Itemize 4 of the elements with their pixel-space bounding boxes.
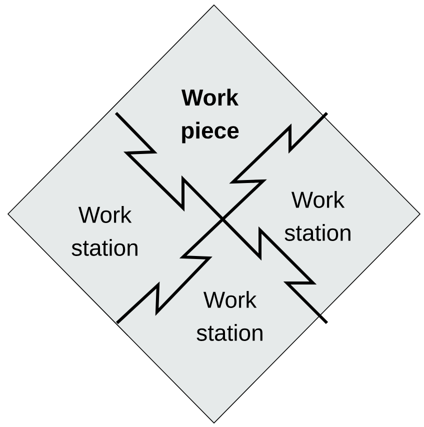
region-label: Work station [196, 291, 262, 341]
region-label: Work station [284, 191, 350, 241]
region-label: Work piece [181, 88, 239, 144]
region-label: Work station [72, 206, 138, 256]
